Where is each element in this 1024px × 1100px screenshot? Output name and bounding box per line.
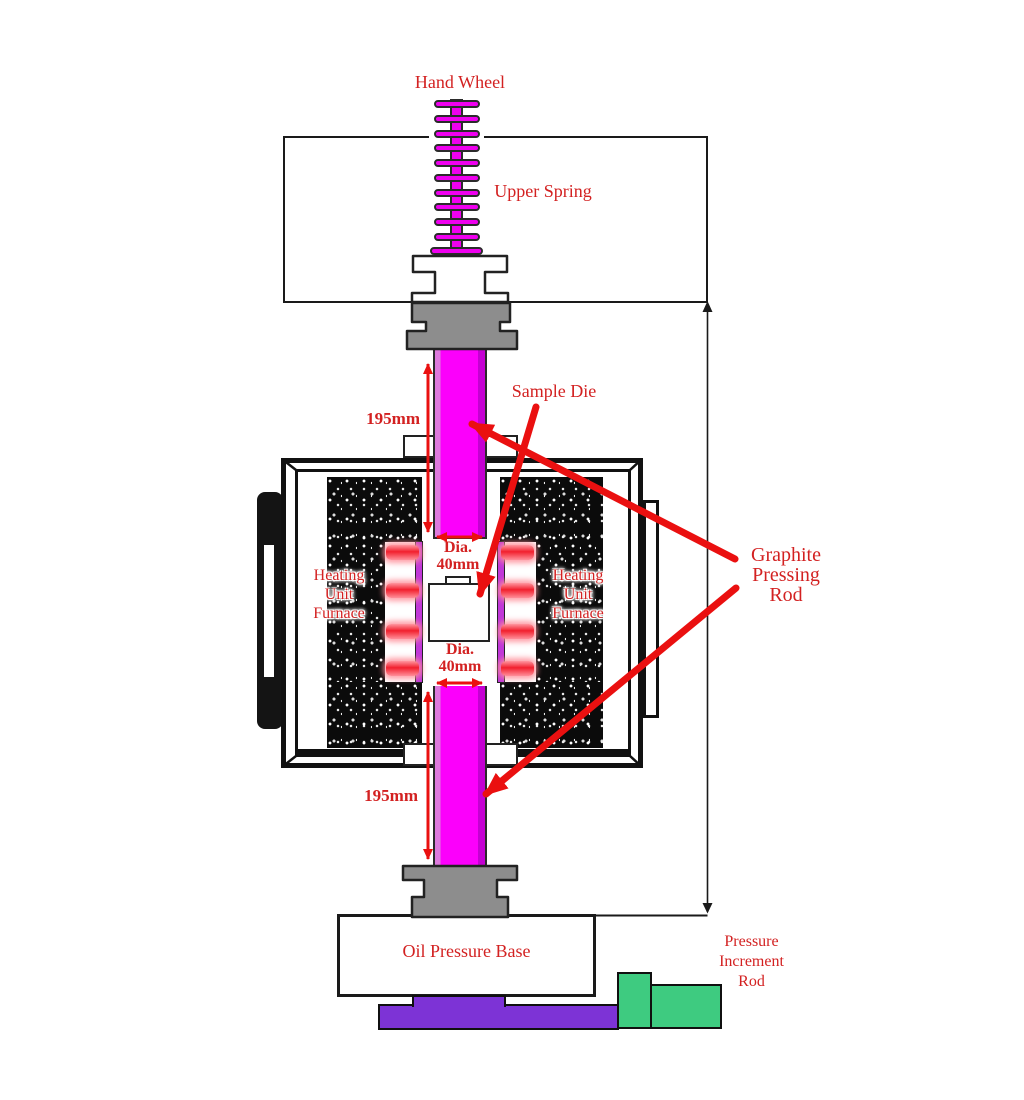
heating-element <box>386 545 419 560</box>
spring-coil <box>434 115 480 123</box>
graphite-pressing-rod-label: Graphite Pressing Rod <box>731 545 841 605</box>
pressure-rod-label-line: Rod <box>738 973 765 990</box>
spring-coil <box>434 174 480 182</box>
diameter-label-line: Dia. <box>444 539 472 556</box>
dimension-arrow-down <box>702 903 713 914</box>
heating-unit-furnace-label-right: Heating Unit Furnace <box>536 566 620 623</box>
graphite-label-line: Graphite <box>751 544 821 566</box>
pressure-increment-rod-block-wide <box>650 984 722 1029</box>
heating-label-line: Unit <box>324 586 354 603</box>
pressure-increment-rod-label: Pressure Increment Rod <box>699 932 804 992</box>
insulation-block <box>327 477 422 542</box>
press-frame-rect <box>283 136 708 303</box>
lower-die-diameter-dimension: Dia. 40mm <box>428 641 492 675</box>
diameter-label-line: 40mm <box>438 658 482 675</box>
heating-label-line: Unit <box>563 586 593 603</box>
heating-element <box>386 661 419 676</box>
graphite-label-line: Pressing <box>752 564 820 586</box>
spring-coil <box>434 189 480 197</box>
spring-coil <box>434 100 480 108</box>
heating-element <box>501 661 534 676</box>
spring-coil <box>434 203 480 211</box>
graphite-rod-upper <box>433 349 487 539</box>
upper-die-diameter-dimension: Dia. 40mm <box>426 539 490 573</box>
furnace-left-hinge <box>257 492 283 729</box>
spring-coil <box>430 247 483 255</box>
oil-pressure-base-label: Oil Pressure Base <box>402 941 531 961</box>
insulation-block <box>500 682 603 748</box>
lower-gray-fitting <box>401 864 519 919</box>
diameter-label-line: 40mm <box>436 556 480 573</box>
heating-element <box>501 624 534 639</box>
heater-liner-left <box>415 541 423 683</box>
base-plate <box>378 1004 619 1030</box>
diameter-label-line: Dia. <box>446 641 474 658</box>
pressure-rod-label-line: Pressure <box>724 933 779 950</box>
upper-gray-fitting <box>405 301 519 351</box>
spring-coil <box>434 130 480 138</box>
insulation-block <box>327 682 422 748</box>
heating-label-line: Furnace <box>313 605 365 622</box>
heating-label-line: Heating <box>313 567 365 584</box>
base-plate-step <box>412 995 506 1007</box>
lower-rod-length-dimension: 195mm <box>364 786 418 805</box>
insulation-block <box>327 542 385 682</box>
heating-label-line: Heating <box>552 567 604 584</box>
upper-rod-length-dimension: 195mm <box>366 409 420 428</box>
hand-wheel-label: Hand Wheel <box>414 72 506 92</box>
heating-element <box>501 545 534 560</box>
upper-spring-label: Upper Spring <box>494 181 592 201</box>
spring-coil <box>434 144 480 152</box>
heating-element <box>386 624 419 639</box>
insulation-block <box>500 477 603 542</box>
heating-element <box>501 583 534 598</box>
sample-die-label: Sample Die <box>511 381 597 401</box>
graphite-rod-lower <box>433 686 487 867</box>
graphite-label-line: Rod <box>769 584 803 606</box>
spring-coil <box>434 159 480 167</box>
pressure-increment-rod-block-tall <box>617 972 652 1029</box>
furnace-right-panel <box>643 500 659 718</box>
spring-coil <box>434 233 480 241</box>
sample-die-tab <box>445 576 471 585</box>
spring-coil <box>434 218 480 226</box>
furnace-hinge-slot <box>264 545 274 677</box>
sample-die-box <box>428 583 490 642</box>
pressure-rod-label-line: Increment <box>719 953 784 970</box>
heating-label-line: Furnace <box>552 605 604 622</box>
heating-element <box>386 583 419 598</box>
heating-unit-furnace-label-left: Heating Unit Furnace <box>297 566 381 623</box>
